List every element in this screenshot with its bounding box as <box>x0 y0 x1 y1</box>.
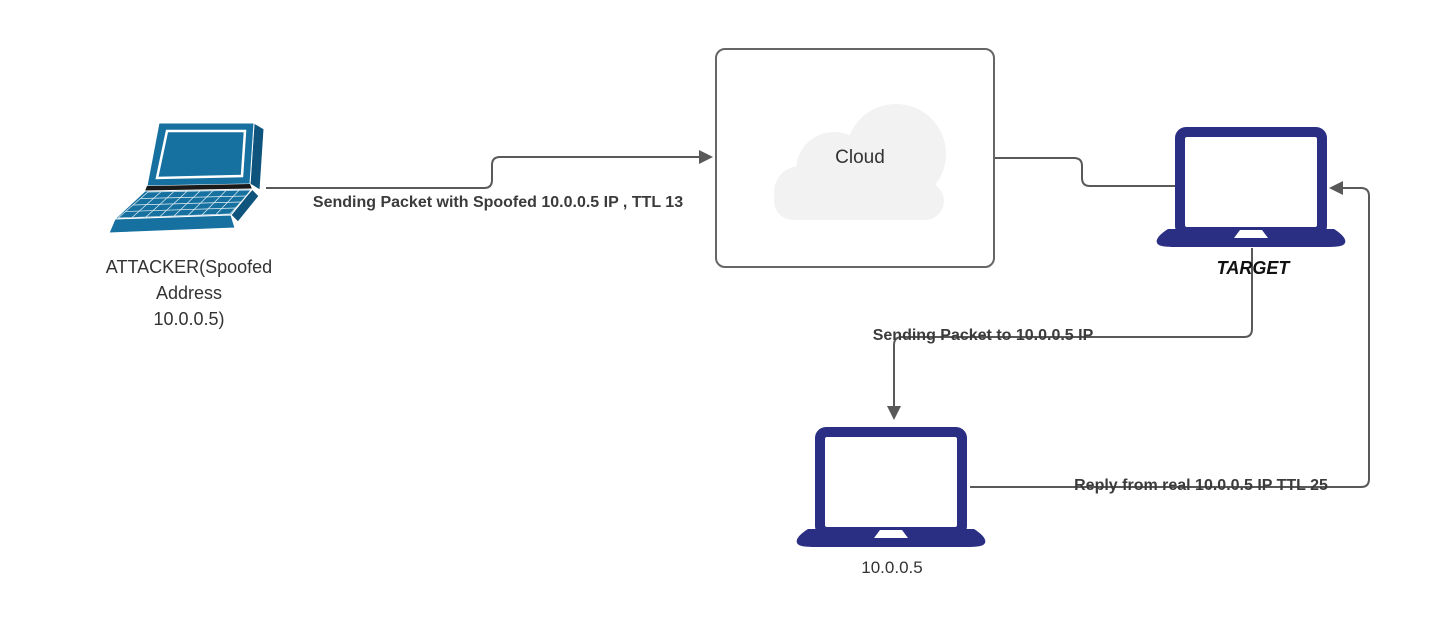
edge-cloud-to-target <box>995 157 1176 187</box>
edge-target-to-host <box>893 248 1253 406</box>
arrowhead-down-icon <box>887 406 901 420</box>
cloud-label: Cloud <box>835 147 885 168</box>
target-laptop-icon <box>1156 127 1346 247</box>
target-label: TARGET <box>1216 258 1290 278</box>
edge-label-attacker-to-cloud: Sending Packet with Spoofed 10.0.0.5 IP … <box>312 194 684 211</box>
attacker-label: ATTACKER(Spoofed Address 10.0.0.5) <box>105 257 273 329</box>
cloud-icon: Cloud <box>774 104 946 220</box>
edge-attacker-to-cloud <box>266 156 699 189</box>
attacker-laptop-icon <box>108 122 265 234</box>
arrowhead-right-icon <box>699 150 713 164</box>
cloud-box: Cloud <box>715 48 995 268</box>
arrowhead-left-icon <box>1329 181 1343 195</box>
host-label: 10.0.0.5 <box>861 558 923 577</box>
host-laptop-icon <box>796 427 986 547</box>
edge-label-target-to-host: Sending Packet to 10.0.0.5 IP <box>872 327 1094 344</box>
edge-label-host-to-target: Reply from real 10.0.0.5 IP TTL 25 <box>1074 477 1328 494</box>
edge-host-to-target <box>970 187 1370 488</box>
